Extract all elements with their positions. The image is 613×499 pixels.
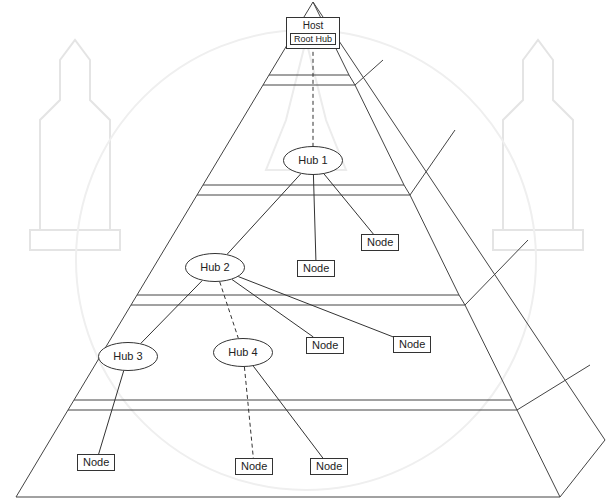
- device-node-box: Node: [361, 234, 399, 251]
- node-label: Node: [241, 460, 267, 473]
- hub-ellipse: Hub 4: [213, 338, 273, 367]
- node-label: Node: [312, 339, 338, 352]
- device-node-box: Node: [306, 337, 344, 354]
- connector-line: [324, 174, 373, 234]
- node-label: Node: [399, 338, 425, 351]
- device-node-box: Node: [235, 458, 273, 475]
- ellipse-outline: [99, 343, 158, 371]
- device-node-box: Node: [310, 458, 348, 475]
- node-label: Node: [303, 262, 329, 275]
- pyramid-outline: [16, 2, 605, 497]
- device-node-box: Node: [77, 454, 115, 471]
- node-label: Hub 4: [228, 346, 257, 359]
- hub-ellipse: Hub 2: [185, 253, 245, 282]
- connector-line: [253, 366, 323, 458]
- root-hub-box: Root Hub: [290, 33, 336, 45]
- node-label: Hub 1: [298, 154, 327, 167]
- ellipse-outline: [284, 147, 343, 175]
- node-label: Host: [290, 20, 336, 32]
- node-label: Node: [316, 460, 342, 473]
- connector-line: [99, 371, 124, 454]
- node-label: Hub 2: [200, 261, 229, 274]
- connector-line: [220, 282, 239, 338]
- watermark: [30, 30, 583, 490]
- host-box: HostRoot Hub: [286, 17, 340, 49]
- device-node-box: Node: [393, 336, 431, 353]
- connector-line: [244, 367, 253, 458]
- hub-ellipse: Hub 1: [283, 146, 343, 175]
- device-node-box: Node: [297, 260, 335, 277]
- node-label: Node: [83, 456, 109, 469]
- node-label: Node: [367, 236, 393, 249]
- connector-line: [232, 279, 313, 337]
- node-label: Root Hub: [294, 34, 332, 44]
- node-label: Hub 3: [113, 350, 142, 363]
- ellipse-outline: [214, 339, 273, 367]
- connector-line: [313, 175, 315, 260]
- hub-ellipse: Hub 3: [98, 342, 158, 371]
- connector-line: [141, 281, 202, 344]
- ellipse-outline: [186, 254, 245, 282]
- connector-line: [227, 174, 301, 254]
- connector-line: [238, 277, 393, 337]
- connector-line: [313, 45, 314, 146]
